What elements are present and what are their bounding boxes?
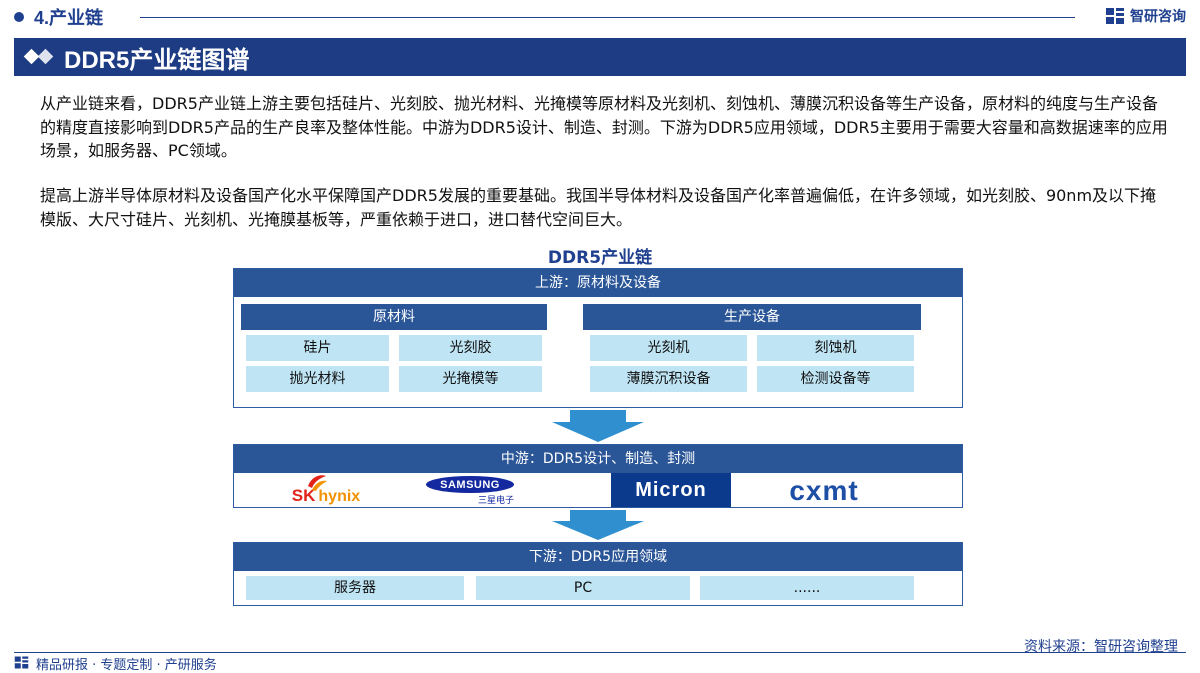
- midstream-header: 中游：DDR5设计、制造、封测: [234, 445, 962, 473]
- top-header: 4.产业链 智研咨询: [0, 0, 1200, 34]
- flow-arrow-icon: [552, 410, 644, 442]
- brand-name: 智研咨询: [1130, 9, 1186, 25]
- samsung-sub-text: 三星电子: [477, 496, 514, 506]
- brand: 智研咨询: [1105, 6, 1186, 26]
- diagram-title: DDR5产业链: [547, 248, 653, 268]
- application-item: 服务器: [246, 576, 464, 600]
- samsung-logo: SAMSUNG 三星电子: [424, 476, 516, 506]
- equipment-item: 薄膜沉积设备: [590, 366, 747, 392]
- bullet-dot-icon: [14, 12, 24, 22]
- downstream-panel: 下游：DDR5应用领域 服务器 PC ......: [233, 542, 963, 606]
- material-item: 光掩模等: [399, 366, 542, 392]
- intro-paragraph: 从产业链来看，DDR5产业链上游主要包括硅片、光刻胶、抛光材料、光掩模等原材料及…: [40, 94, 1168, 160]
- diamond-icon: [23, 47, 58, 67]
- downstream-header: 下游：DDR5应用领域: [234, 543, 962, 571]
- analysis-paragraph: 提高上游半导体原材料及设备国产化水平保障国产DDR5发展的重要基础。我国半导体材…: [40, 186, 1157, 229]
- footer-divider: [14, 652, 1186, 653]
- footer-tagline: 精品研报 · 专题定制 · 产研服务: [36, 658, 217, 673]
- header-divider: [140, 17, 1075, 18]
- material-item: 硅片: [246, 335, 389, 361]
- material-item: 抛光材料: [246, 366, 389, 392]
- footer: 精品研报 · 专题定制 · 产研服务: [0, 652, 1200, 673]
- skhynix-name-text: hynix: [318, 488, 361, 505]
- equipment-item: 检测设备等: [757, 366, 914, 392]
- application-item: PC: [476, 576, 690, 600]
- page-title: DDR5产业链图谱: [64, 46, 250, 74]
- material-item: 光刻胶: [399, 335, 542, 361]
- skhynix-logo: SK hynix: [278, 475, 374, 506]
- skhynix-wing-icon: [308, 475, 327, 491]
- micron-logo: Micron: [611, 473, 731, 507]
- company-logos: SK hynix SAMSUNG 三星电子 Micron cxmt: [234, 473, 962, 507]
- flow-arrow-icon: [552, 510, 644, 540]
- application-item: ......: [700, 576, 914, 600]
- equipment-header: 生产设备: [583, 304, 921, 330]
- upstream-panel: 上游：原材料及设备 原材料 硅片 光刻胶 抛光材料 光掩模等 生产设备 光刻机 …: [233, 268, 963, 408]
- title-bar: DDR5产业链图谱: [14, 38, 1186, 76]
- equipment-item: 刻蚀机: [757, 335, 914, 361]
- micron-text: Micron: [635, 478, 707, 501]
- skhynix-sk-text: SK: [291, 486, 316, 505]
- cxmt-text: cxmt: [789, 475, 859, 506]
- source-note: 资料来源：智研咨询整理: [1024, 639, 1178, 655]
- samsung-text: SAMSUNG: [440, 478, 500, 491]
- materials-group: 原材料 硅片 光刻胶 抛光材料 光掩模等: [241, 304, 547, 396]
- materials-header: 原材料: [241, 304, 547, 330]
- brand-logo-icon: [14, 656, 29, 669]
- cxmt-logo: cxmt: [770, 475, 878, 506]
- upstream-header: 上游：原材料及设备: [234, 269, 962, 297]
- equipment-group: 生产设备 光刻机 刻蚀机 薄膜沉积设备 检测设备等: [583, 304, 921, 396]
- section-label: 4.产业链: [34, 8, 104, 28]
- brand-logo-icon: [1106, 8, 1124, 24]
- equipment-item: 光刻机: [590, 335, 747, 361]
- midstream-panel: 中游：DDR5设计、制造、封测 SK hynix SAMSUNG 三星电子 Mi…: [233, 444, 963, 508]
